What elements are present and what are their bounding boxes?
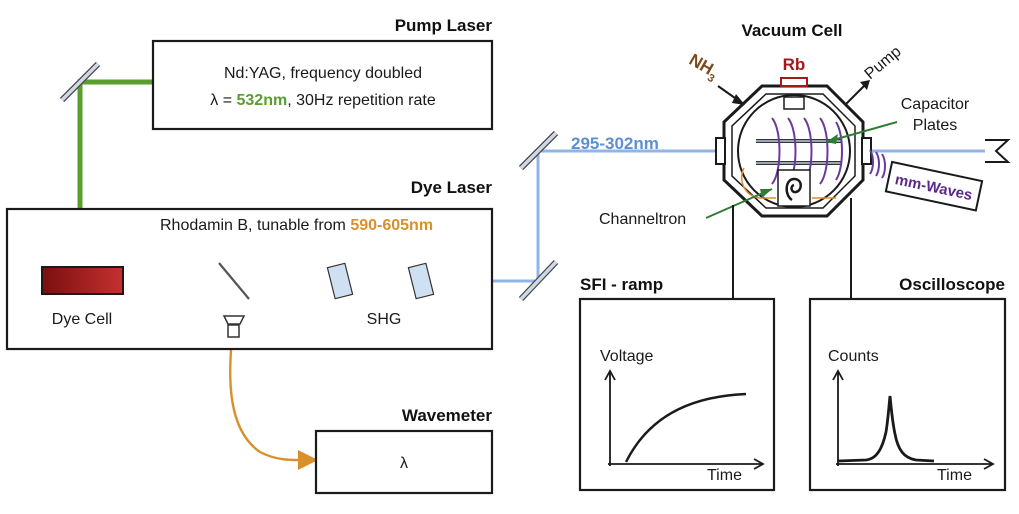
pump-laser-box	[151, 39, 494, 131]
sfi-ylabel: Voltage	[600, 348, 653, 365]
uv-beam-label: 295-302nm	[571, 134, 659, 153]
wavemeter-box	[314, 429, 494, 495]
shg-label: SHG	[367, 311, 402, 328]
nh3-label: NH3	[684, 50, 722, 85]
beam-splitter	[218, 262, 250, 300]
fiber-coupler-icon	[222, 315, 246, 338]
uv-mirror-lower	[518, 259, 559, 302]
dye-tuning-range: 590-605nm	[350, 217, 433, 234]
pump-wavelength: 532nm	[237, 92, 288, 109]
rb-label: Rb	[783, 55, 806, 74]
vacuum-cell-title: Vacuum Cell	[741, 21, 842, 40]
uv-mirror-upper	[518, 130, 559, 171]
sfi-xlabel: Time	[707, 467, 742, 484]
pump-laser-title: Pump Laser	[395, 16, 493, 35]
pump-outlet-arrow	[845, 83, 867, 105]
fiber-arrowhead	[298, 450, 318, 470]
dye-cell	[41, 266, 124, 295]
pump-laser-line2: λ = 532nm, 30Hz repetition rate	[210, 92, 436, 109]
oscilloscope-title: Oscilloscope	[899, 275, 1005, 294]
beam-dump-icon	[985, 139, 1011, 163]
channeltron-label: Channeltron	[599, 211, 686, 228]
rb-oven	[780, 77, 808, 87]
dye-cell-label: Dye Cell	[52, 311, 112, 328]
oscilloscope-counts-curve	[837, 395, 935, 463]
oscilloscope-xlabel: Time	[937, 467, 972, 484]
channeltron	[777, 169, 811, 207]
channeltron-pointer	[705, 188, 773, 219]
capacitor-label-line1: Capacitor	[901, 96, 970, 113]
sfi-ramp-title: SFI - ramp	[580, 275, 663, 294]
wavemeter-symbol: λ	[400, 455, 408, 472]
shg-crystal-2	[407, 262, 435, 300]
capacitor-label-line2: Plates	[913, 117, 957, 134]
cell-internal-wiring	[740, 167, 776, 199]
shg-crystal-1	[326, 262, 354, 300]
mm-waves-source: mm-Waves	[884, 160, 984, 212]
pump-label: Pump	[862, 43, 905, 83]
dye-laser-title: Dye Laser	[411, 178, 493, 197]
sfi-voltage-curve	[624, 392, 747, 463]
wavemeter-title: Wavemeter	[402, 406, 492, 425]
channeltron-spiral	[785, 177, 802, 202]
oscilloscope-ylabel: Counts	[828, 348, 879, 365]
pump-laser-line1: Nd:YAG, frequency doubled	[224, 65, 422, 82]
fiber-to-wavemeter	[228, 337, 301, 462]
dye-laser-description: Rhodamin B, tunable from 590-605nm	[160, 217, 433, 234]
capacitor-pointer	[825, 121, 898, 143]
